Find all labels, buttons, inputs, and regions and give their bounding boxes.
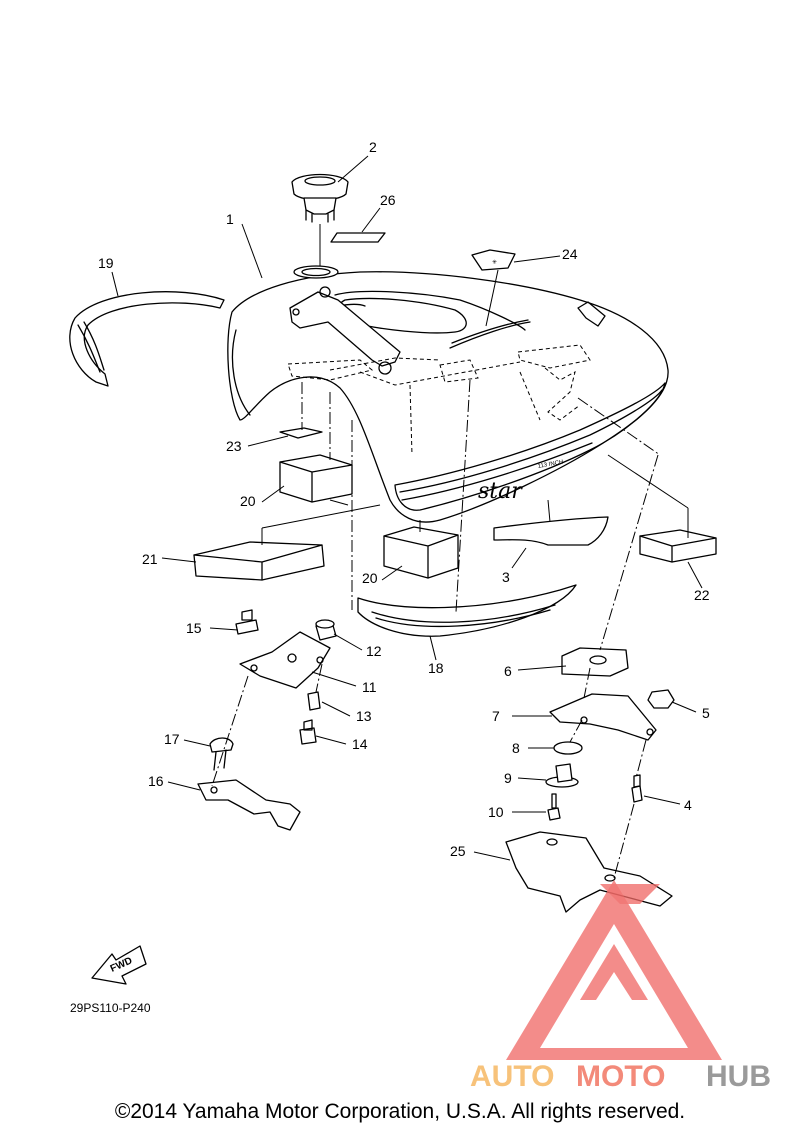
callout-9: 9 [504,770,512,786]
callout-23: 23 [226,438,242,454]
callout-24: 24 [562,246,578,262]
tank-badge-text: 113 INCH [537,460,564,470]
washer-8[interactable] [553,741,583,755]
tank-star-logo: star [478,479,523,504]
graphic-3[interactable] [493,516,609,546]
callout-21: 21 [142,551,158,567]
svg-text:AUTO: AUTO [470,1060,554,1093]
watermark-logo [506,880,722,1060]
callout-3: 3 [502,569,510,585]
label-26[interactable] [330,232,386,243]
bracket-25[interactable] [505,831,673,913]
side-cover-19[interactable] [69,291,225,387]
hidden-outline [287,344,591,456]
emblem-24[interactable]: ✳ [471,249,516,271]
callout-25: 25 [450,843,466,859]
bolt-14[interactable] [299,719,317,745]
callout-7: 7 [492,708,500,724]
bracket-11[interactable] [239,631,331,689]
nut-5[interactable] [647,689,675,709]
callout-14: 14 [352,736,368,752]
collar-13[interactable] [307,691,321,711]
damper-21[interactable] [193,541,325,581]
bracket-16[interactable] [197,779,301,831]
callout-5: 5 [702,705,710,721]
callout-19: 19 [98,255,114,271]
callout-11: 11 [362,679,377,695]
damper-20-upper[interactable] [279,454,353,503]
copyright-notice: ©2014 Yamaha Motor Corporation, U.S.A. A… [114,1100,686,1123]
callout-12: 12 [366,643,382,659]
svg-text:✳: ✳ [492,259,497,266]
callout-15: 15 [186,620,202,636]
callout-4: 4 [684,797,692,813]
assembly-lines [211,224,689,879]
callout-8: 8 [512,740,520,756]
damper-20-lower[interactable] [383,526,459,579]
bolt-15[interactable] [235,609,259,635]
trim-18[interactable] [357,584,577,637]
bolt-17[interactable] [209,737,234,771]
callout-6: 6 [504,663,512,679]
bolt-10[interactable] [547,793,561,821]
callout-1: 1 [226,211,234,227]
callout-20-lower: 20 [362,570,378,586]
callout-2: 2 [369,139,377,155]
callout-22: 22 [694,587,710,603]
leader-lines [111,155,703,861]
callouts: 1 2 3 4 5 6 7 8 9 10 11 12 13 14 15 16 1… [98,139,710,859]
callout-18: 18 [428,660,444,676]
watermark-text: AUTO MOTO HUB [470,1060,771,1093]
callout-20-upper: 20 [240,493,256,509]
diagram-code: 29PS110-P240 [70,1001,151,1015]
callout-26: 26 [380,192,396,208]
pad-23[interactable] [279,427,323,439]
callout-10: 10 [488,804,504,820]
svg-text:HUB: HUB [706,1060,771,1093]
bracket-7[interactable] [549,693,657,741]
callout-13: 13 [356,708,372,724]
fuel-cap[interactable] [291,173,349,223]
fuel-tank[interactable]: star 113 INCH [227,265,669,523]
callout-17: 17 [164,731,180,747]
rubber-6[interactable] [561,647,629,677]
collar-9[interactable] [545,763,579,788]
fwd-arrow-icon: FWD [91,945,147,985]
bolt-4[interactable] [631,774,643,803]
callout-16: 16 [148,773,164,789]
grommet-12[interactable] [315,619,337,641]
svg-text:MOTO: MOTO [576,1060,665,1093]
damper-22[interactable] [639,529,717,563]
